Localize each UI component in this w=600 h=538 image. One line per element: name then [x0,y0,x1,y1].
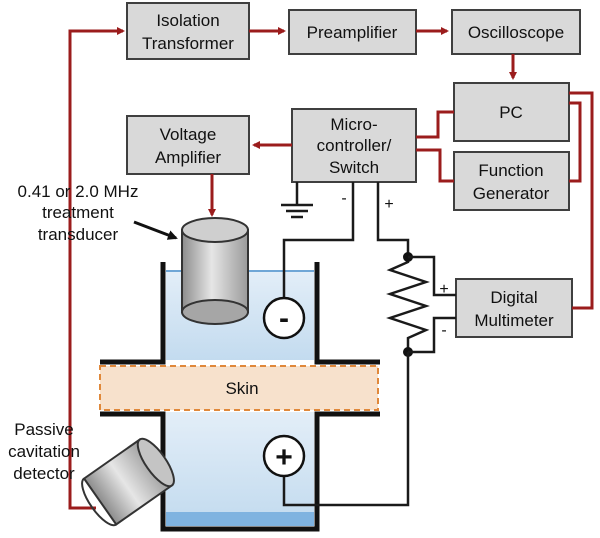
cell-wall-left-lower [100,411,380,532]
digital-multimeter-box: Digital Multimeter [455,278,573,338]
cell-wall-right-upper [314,262,380,365]
positive-lead [376,182,410,257]
cavitation-detector-label-2: cavitation [8,442,80,461]
anode-plus-sign: + [275,441,293,474]
function-generator-box: Function Generator [453,151,570,211]
cavitation-detector-callout: Passive cavitation detector [8,420,80,483]
isolation-transformer-label-1: Isolation [156,11,219,30]
voltage-amplifier-label-1: Voltage [160,125,217,144]
electrode-circuit [281,182,456,507]
cavitation-detector [81,437,175,527]
treatment-transducer-label-3: transducer [38,225,119,244]
receiver-bottom-water [166,512,314,526]
micro-to-pc-line [416,110,454,139]
voltage-amplifier-box: Voltage Amplifier [126,115,250,175]
detector-to-transformer-line [68,27,125,510]
treatment-transducer [181,217,249,325]
anode-return-lead [282,352,410,507]
digital-multimeter-label-2: Multimeter [474,311,554,330]
multimeter-plus-sign: + [439,281,448,298]
treatment-transducer-callout: 0.41 or 2.0 MHz treatment transducer [18,182,178,244]
treatment-transducer-label-1: 0.41 or 2.0 MHz [18,182,139,201]
function-generator-label-1: Function [478,161,543,180]
pc-label: PC [499,103,523,122]
shunt-resistor [386,257,430,352]
pc-to-function-generator-line [569,101,582,183]
anode-electrode: + [262,434,306,478]
digital-multimeter-label-1: Digital [490,288,537,307]
microcontroller-label-3: Switch [329,158,379,177]
microcontroller-label-1: Micro- [330,115,377,134]
cell-wall-left-upper [100,262,166,365]
oscilloscope-label: Oscilloscope [468,23,564,42]
pc-to-multimeter-line [569,91,594,310]
cavitation-detector-label-1: Passive [14,420,74,439]
multimeter-negative-lead [408,316,456,354]
microcontroller-label-2: controller/ [317,136,392,155]
cavitation-detector-label-3: detector [13,464,75,483]
multimeter-positive-lead [408,255,456,297]
pc-box: PC [453,82,570,142]
micro-plus-sign: + [384,196,393,213]
micro-to-function-generator-line [416,148,454,183]
micro-minus-sign: - [341,190,346,207]
oscilloscope-box: Oscilloscope [451,9,581,55]
signal-connections [68,27,594,510]
treatment-transducer-pointer [133,220,178,240]
preamplifier-box: Preamplifier [288,9,417,55]
isolation-transformer-box: Isolation Transformer [126,2,250,60]
negative-lead [282,182,355,297]
skin-label: Skin [225,379,258,398]
cathode-minus-sign: - [279,302,289,335]
multimeter-minus-sign: - [441,322,446,339]
function-generator-label-2: Generator [473,184,550,203]
isolation-transformer-label-2: Transformer [142,34,234,53]
microcontroller-box: Micro- controller/ Switch [291,108,417,183]
treatment-transducer-label-2: treatment [42,203,114,222]
cathode-electrode: - [262,296,306,340]
voltage-amplifier-label-2: Amplifier [155,148,221,167]
skin-layer [99,365,379,411]
preamplifier-label: Preamplifier [307,23,398,42]
